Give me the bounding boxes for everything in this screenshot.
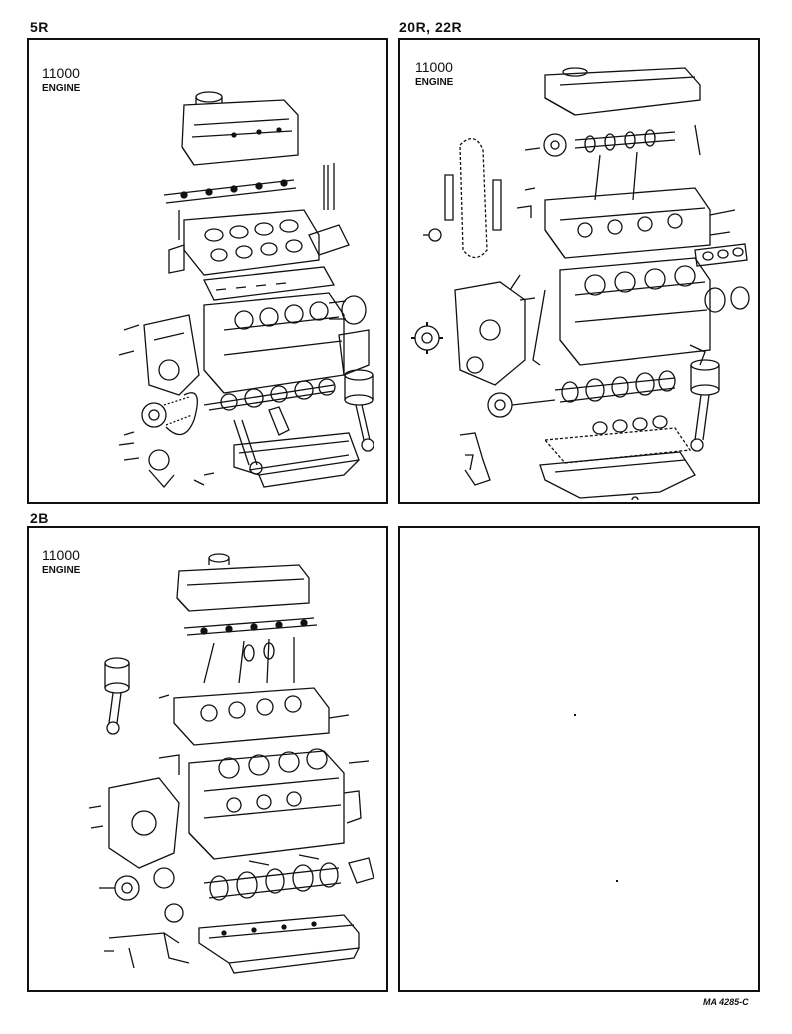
part-name: ENGINE [42, 83, 81, 94]
scan-speck [616, 880, 618, 882]
engine-label-5r: 5R [30, 19, 49, 35]
diagram-panel-20r-22r: 11000 ENGINE [398, 38, 760, 504]
engine-label-2b: 2B [30, 510, 49, 526]
part-name: ENGINE [415, 77, 454, 88]
exploded-engine-illustration-20r-22r [405, 60, 755, 500]
part-name: ENGINE [42, 565, 81, 576]
engine-label-20r-22r: 20R, 22R [399, 19, 463, 35]
diagram-panel-5r: 11000 ENGINE [27, 38, 388, 504]
part-number: 11000 [42, 547, 80, 563]
exploded-engine-illustration-2b [69, 543, 374, 983]
part-number: 11000 [415, 59, 453, 75]
scan-speck [574, 714, 576, 716]
diagram-panel-empty [398, 526, 760, 992]
exploded-engine-illustration-5r [84, 75, 374, 495]
document-reference-code: MA 4285-C [703, 997, 749, 1007]
diagram-panel-2b: 11000 ENGINE [27, 526, 388, 992]
part-number: 11000 [42, 65, 80, 81]
